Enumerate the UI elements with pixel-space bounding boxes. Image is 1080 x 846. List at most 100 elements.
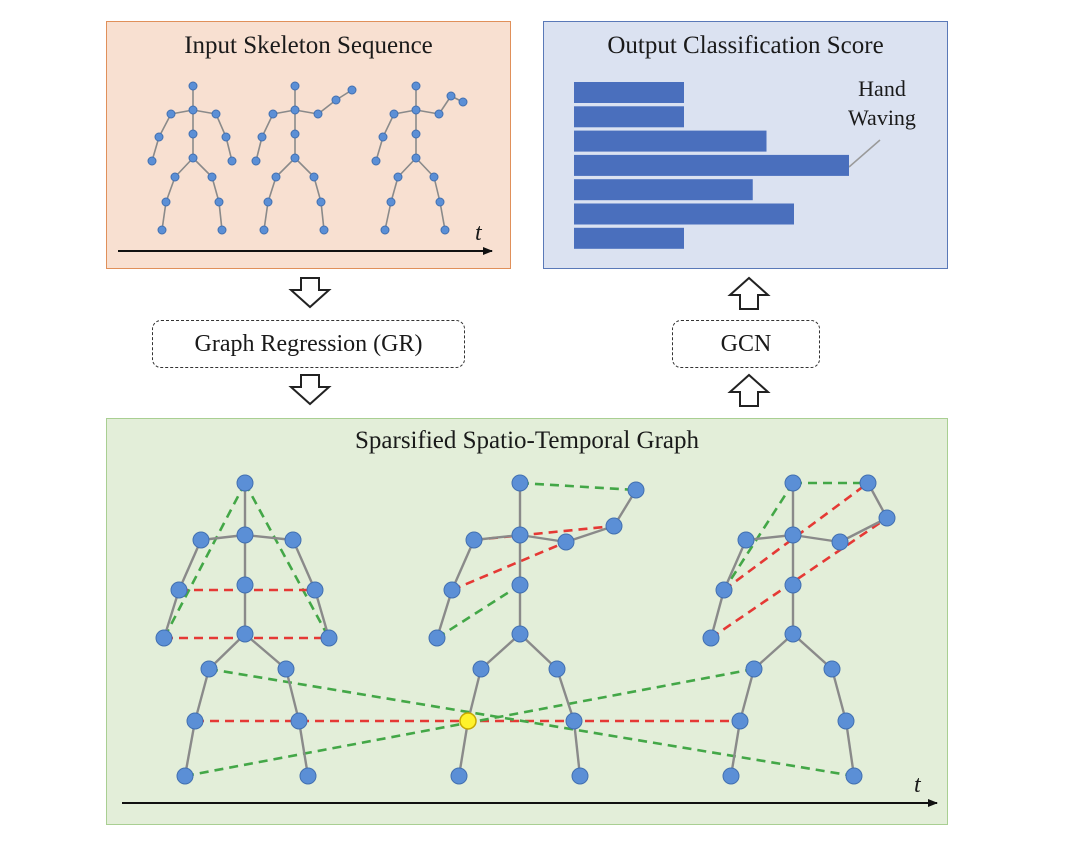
joint [784,625,802,643]
score-bar [574,106,684,128]
bone [439,201,446,231]
bone [844,720,856,777]
joint [393,172,403,182]
bone [263,201,269,231]
spatial-edge [243,482,331,639]
joint [211,109,221,119]
joint [443,581,461,599]
joint [227,156,237,166]
joint [831,533,849,551]
joint [605,517,623,535]
temporal-edge [451,540,567,592]
joint [161,197,171,207]
bone [450,539,476,591]
joint [290,129,300,139]
joint [188,129,198,139]
joint [702,629,720,647]
score-bar [574,227,684,249]
joint [192,531,210,549]
joint [271,172,281,182]
joint [236,474,254,492]
joint [428,629,446,647]
down-arrow-icon [288,374,332,406]
joint [236,625,254,643]
joint [166,109,176,119]
score-bar [574,82,684,103]
joint [214,197,224,207]
bone [284,668,301,722]
joint [217,225,227,235]
joint [511,526,529,544]
joint [548,660,566,678]
bone [218,201,223,231]
joint [411,153,421,163]
joint [188,81,198,91]
bone [291,539,317,591]
joint [290,105,300,115]
joint [200,660,218,678]
joint [565,712,583,730]
bone [555,668,576,722]
joint [378,132,388,142]
joint [251,156,261,166]
joint [263,197,273,207]
spatial-edge [722,482,795,591]
input-skeleton-panel: Input Skeleton Sequence [106,21,511,269]
joint [170,172,180,182]
gcn-module: GCN [672,320,820,368]
joint [259,225,269,235]
joint [627,481,645,499]
input-skeletons [147,81,468,235]
class-label-line2: Waving [848,105,916,130]
joint [784,576,802,594]
joint [472,660,490,678]
bone [384,201,392,231]
joint [290,81,300,91]
bone [830,668,848,722]
bone [161,201,167,231]
joint [411,129,421,139]
joint [188,153,198,163]
joint [845,767,863,785]
graph-panel-title: Sparsified Spatio-Temporal Graph [355,427,699,454]
bone [244,633,287,670]
joint [313,109,323,119]
joint [306,581,324,599]
joint [380,225,390,235]
joint [157,225,167,235]
bone [297,720,310,777]
joint [435,197,445,207]
joint [176,767,194,785]
joint [837,712,855,730]
joint [511,576,529,594]
bone [738,668,756,722]
joint [331,95,341,105]
score-bar [574,130,767,152]
bone [729,720,742,777]
joint [284,531,302,549]
input-panel-title: Input Skeleton Sequence [184,32,433,59]
joint [257,132,267,142]
joint [823,660,841,678]
joint [316,197,326,207]
joint [511,625,529,643]
graph-skeletons [155,474,896,785]
joint [859,474,877,492]
center-joint [459,712,477,730]
joint [446,91,456,101]
bone [320,201,325,231]
joint [411,105,421,115]
joint [450,767,468,785]
joint [347,85,357,95]
spatial-edge [519,481,637,492]
joint [320,629,338,647]
spatial-edge [436,583,521,640]
up-arrow-icon [727,276,771,310]
joint [299,767,317,785]
joint [290,153,300,163]
joint [429,172,439,182]
bone [722,539,748,591]
bone [753,633,794,670]
joint [745,660,763,678]
